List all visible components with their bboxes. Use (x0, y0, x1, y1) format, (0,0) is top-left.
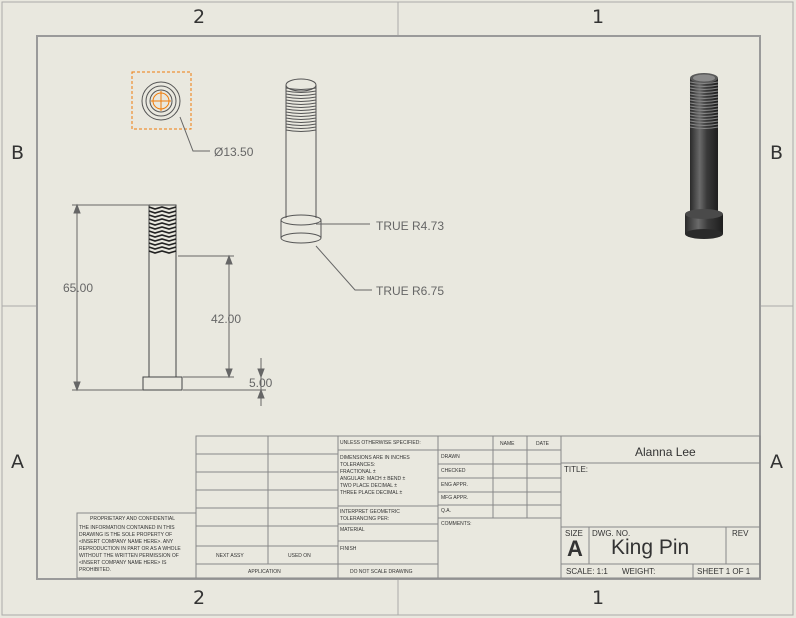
front-view[interactable] (142, 204, 183, 391)
zone-left-a: A (11, 451, 24, 473)
proprietary-line-7: PROHIBITED. (79, 567, 111, 573)
dimensions-note-3: FRACTIONAL ± (340, 469, 376, 475)
dimensions-note-1: DIMENSIONS ARE IN INCHES (340, 455, 410, 461)
shaded-3d-view[interactable] (685, 73, 723, 239)
unless-specified-label: UNLESS OTHERWISE SPECIFIED: (340, 440, 421, 446)
checked-label: CHECKED (441, 468, 466, 474)
drawing-frame (36, 35, 761, 580)
proprietary-line-4: REPRODUCTION IN PART OR AS A WHOLE (79, 546, 181, 552)
size-label: SIZE (565, 529, 583, 538)
shank-length-dimension[interactable]: 42.00 (211, 312, 241, 326)
dimensions-note-4: ANGULAR: MACH ± BEND ± (340, 476, 406, 482)
application-label: APPLICATION (248, 569, 281, 575)
zone-right-b: B (770, 142, 784, 164)
mfg-appr-label: MFG APPR. (441, 495, 469, 501)
dimensions-note-5: TWO PLACE DECIMAL ± (340, 483, 398, 489)
proprietary-line-6: <INSERT COMPANY NAME HERE> IS (79, 560, 167, 566)
head-length-dimension[interactable]: 5.00 (249, 376, 273, 390)
zone-left-b: B (11, 142, 25, 164)
drawn-label: DRAWN (441, 454, 460, 460)
sheet-label: SHEET 1 OF 1 (697, 567, 751, 576)
do-not-scale-label: DO NOT SCALE DRAWING (350, 569, 413, 575)
title-block-grid (76, 435, 761, 579)
size-value: A (567, 536, 583, 561)
proprietary-line-2: DRAWING IS THE SOLE PROPERTY OF (79, 532, 173, 538)
dimension-lines (72, 203, 266, 406)
eng-appr-label: ENG APPR. (441, 482, 468, 488)
true-radius-1-dimension[interactable]: TRUE R4.73 (376, 219, 444, 233)
proprietary-line-3: <INSERT COMPANY NAME HERE>. ANY (79, 539, 174, 545)
comments-label: COMMENTS: (441, 521, 472, 527)
selection-box (131, 71, 192, 130)
finish-label: FINISH (340, 546, 357, 552)
zone-top-2: 2 (193, 6, 206, 28)
proprietary-line-5: WITHOUT THE WRITTEN PERMISSION OF (79, 553, 179, 559)
overall-length-dimension[interactable]: 65.00 (63, 281, 93, 295)
proprietary-line-1: THE INFORMATION CONTAINED IN THIS (79, 525, 175, 531)
rev-label: REV (732, 529, 749, 538)
name-column-header: NAME (500, 441, 515, 447)
qa-label: Q.A. (441, 508, 452, 514)
diameter-dimension[interactable]: Ø13.50 (214, 145, 254, 159)
material-label: MATERIAL (340, 527, 365, 533)
true-radius-2-dimension[interactable]: TRUE R6.75 (376, 284, 444, 298)
scale-label: SCALE: 1:1 (566, 567, 608, 576)
drawing-number[interactable]: King Pin (611, 536, 690, 559)
title-label: TITLE: (564, 465, 589, 474)
interpret-note-2: TOLERANCING PER: (340, 516, 390, 522)
next-assy-label: NEXT ASSY (216, 553, 244, 559)
used-on-label: USED ON (288, 553, 311, 559)
zone-right-a: A (770, 451, 783, 473)
weight-label: WEIGHT: (622, 567, 656, 576)
dimensions-note-2: TOLERANCES: (340, 462, 376, 468)
proprietary-title: PROPRIETARY AND CONFIDENTIAL (90, 516, 176, 522)
isometric-wireframe-view[interactable] (280, 78, 372, 291)
company-name[interactable]: Alanna Lee (635, 445, 696, 459)
zone-top-1: 1 (592, 6, 605, 28)
zone-bottom-2: 2 (193, 587, 206, 609)
interpret-note-1: INTERPRET GEOMETRIC (340, 509, 400, 515)
dimensions-note-6: THREE PLACE DECIMAL ± (340, 490, 403, 496)
zone-bottom-1: 1 (592, 587, 605, 609)
date-column-header: DATE (536, 441, 549, 447)
top-view[interactable] (131, 71, 210, 152)
dwg-no-label: DWG. NO. (592, 529, 631, 538)
